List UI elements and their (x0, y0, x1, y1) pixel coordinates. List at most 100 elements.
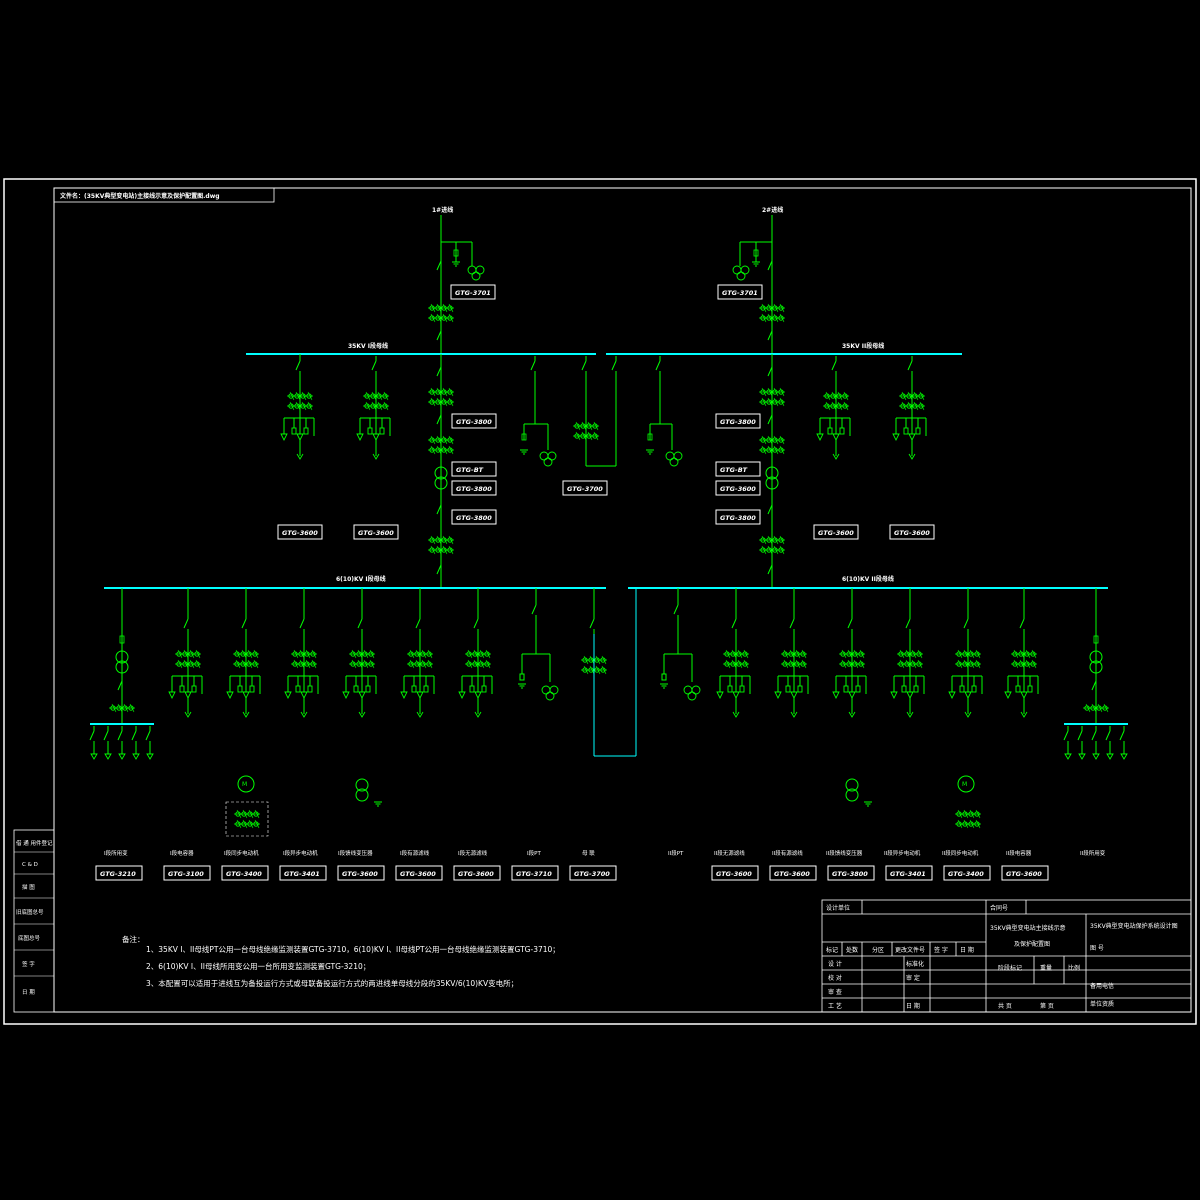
tb-h3: 更改文件号 (895, 946, 925, 954)
incoming-2 (732, 215, 786, 354)
svg-text:M: M (962, 781, 967, 788)
bdl-3: GTG-3401 (284, 870, 320, 878)
bdr-2: GTG-3800 (832, 870, 868, 878)
strip-7: 日 期 (22, 989, 35, 996)
inner-frame (53, 187, 1192, 1013)
bus-tie-6kv (580, 588, 637, 757)
tb-design: 设 计 (828, 960, 842, 968)
tb-unit: 单位资质 (1090, 1000, 1114, 1008)
aux-tx-left-outs (89, 725, 154, 760)
feeders-6kv-right (717, 588, 1038, 717)
bdl-0: GTG-3210 (100, 870, 136, 878)
tb-title-1: 35KV典型变电站主接线示意 (990, 924, 1066, 932)
strip-2: C & D (22, 862, 38, 868)
bl-0: I段所用变 (104, 849, 128, 857)
strip-1: 借 通 用件登记 (16, 839, 53, 847)
tb-design-unit: 设计单位 (826, 904, 850, 912)
dev-tx1-4-text: GTG-3800 (456, 514, 492, 522)
note-1: 1、35KV I、II母线PT公用一台母线绝缘监测装置GTG-3710，6(10… (146, 944, 560, 954)
bus-6kv-1-label: 6(10)KV I段母线 (336, 575, 386, 583)
strip-5: 底图总号 (18, 934, 41, 942)
bl-9: II段PT (668, 849, 684, 857)
dev-incoming-1-text: GTG-3701 (455, 289, 491, 297)
file-title-box (53, 187, 275, 203)
dev-35-r1 (813, 524, 859, 540)
bl-5: I段有源滤线 (400, 849, 430, 857)
dev-tx1-3-text: GTG-3800 (456, 485, 492, 493)
note-2: 2、6(10)KV I、II母线所用变公用一台所用变监测装置GTG-3210； (146, 961, 370, 971)
feeder-tx-left-extra (355, 778, 383, 807)
notes-title: 备注： (122, 934, 145, 944)
dev-bus-tie-35 (562, 480, 608, 496)
feeders-6kv-left (169, 588, 492, 717)
bus-6kv-2-label: 6(10)KV II段母线 (842, 575, 894, 583)
bl-6: I段无源滤线 (458, 849, 488, 857)
tb-h0: 标记 (826, 946, 838, 954)
pt-6kv-left (517, 588, 559, 701)
file-title: 文件名：(35KV典型变电站)主接线示意及保护配置图.dwg (59, 192, 220, 200)
bl-3: I段异步电动机 (283, 849, 318, 857)
bl-2: I段同步电动机 (224, 849, 259, 857)
bl-11: II段有源滤线 (772, 849, 803, 857)
dev-35-r2-text: GTG-3600 (894, 529, 930, 537)
feeder-35-r2 (893, 356, 926, 459)
bus-tie-35 (572, 355, 617, 467)
dev-incoming-2 (717, 284, 763, 300)
feeder-tx-right-extra (845, 778, 873, 807)
bl-14: II段同步电动机 (942, 849, 979, 857)
tb-standby: 备用电信 (1090, 982, 1114, 990)
dev-tx2-3-text: GTG-3600 (720, 485, 756, 493)
dev-35-l1-text: GTG-3600 (282, 529, 318, 537)
svg-text:M: M (242, 781, 247, 788)
bl-12: II段馈线变压器 (826, 849, 863, 857)
title-block-text: 设计单位 合同号 35KV典型变电站主接线示意 及保护配置图 35KV典型变电站… (826, 904, 1178, 1010)
dev-35-r1-text: GTG-3600 (818, 529, 854, 537)
incoming-1-label: 1#进线 (432, 206, 453, 214)
title-block (821, 899, 1192, 1013)
bottom-labels: I段所用变 I段电容器 I段同步电动机 I段异步电动机 I段馈线变压器 I段有源… (104, 849, 1106, 857)
aux-tx-right-outs (1063, 725, 1128, 760)
dev-tx2-4 (715, 509, 761, 525)
pt-6kv-right (659, 588, 701, 701)
dev-tx2-1-text: GTG-3800 (720, 418, 756, 426)
bdr-0: GTG-3600 (716, 870, 752, 878)
feeder-35-l2 (357, 356, 390, 459)
dev-tx1-2-text: GTG-BT (456, 466, 484, 474)
dev-tx2-2 (715, 461, 761, 477)
dev-tx2-1 (715, 413, 761, 429)
aux-tx-left (90, 588, 154, 725)
bl-4: I段馈线变压器 (338, 849, 373, 857)
transformer-1 (427, 354, 455, 588)
left-strip: 借 通 用件登记 C & D 描 图 旧底图总号 底图总号 签 字 日 期 (13, 829, 55, 1013)
pt-35-right (645, 355, 683, 467)
dev-35-l1 (277, 524, 323, 540)
bdr-3: GTG-3401 (890, 870, 926, 878)
bl-16: II段所用变 (1080, 849, 1106, 857)
tb-h4: 签 字 (934, 946, 948, 954)
tb-h2: 分区 (872, 946, 884, 954)
bdr-4: GTG-3400 (948, 870, 984, 878)
outer-frame (3, 178, 1197, 1025)
dev-tx1-4 (451, 509, 497, 525)
note-3: 3、本配置可以适用于进线互为备投运行方式或母联备投运行方式的两进线单母线分段的3… (146, 978, 518, 988)
tb-h5: 日 期 (960, 946, 974, 954)
tb-h1: 处数 (846, 946, 858, 954)
dev-tx1-3 (451, 480, 497, 496)
tb-date: 日 期 (906, 1002, 920, 1010)
feeder-35-r1 (817, 356, 850, 459)
bdl-5: GTG-3600 (400, 870, 436, 878)
dev-35-l2 (353, 524, 399, 540)
dev-tx2-3 (715, 480, 761, 496)
bl-10: II段无源滤线 (714, 849, 745, 857)
dev-tx1-1 (451, 413, 497, 429)
bdl-7: GTG-3710 (516, 870, 552, 878)
bl-8: 母 联 (582, 849, 595, 857)
dev-tx2-4-text: GTG-3800 (720, 514, 756, 522)
dev-tx2-2-text: GTG-BT (720, 466, 748, 474)
bdl-2: GTG-3400 (226, 870, 262, 878)
bdl-4: GTG-3600 (342, 870, 378, 878)
tb-total: 共 页 (998, 1002, 1012, 1010)
tb-sheet: 第 页 (1040, 1002, 1054, 1010)
incoming-2-label: 2#进线 (762, 206, 783, 214)
